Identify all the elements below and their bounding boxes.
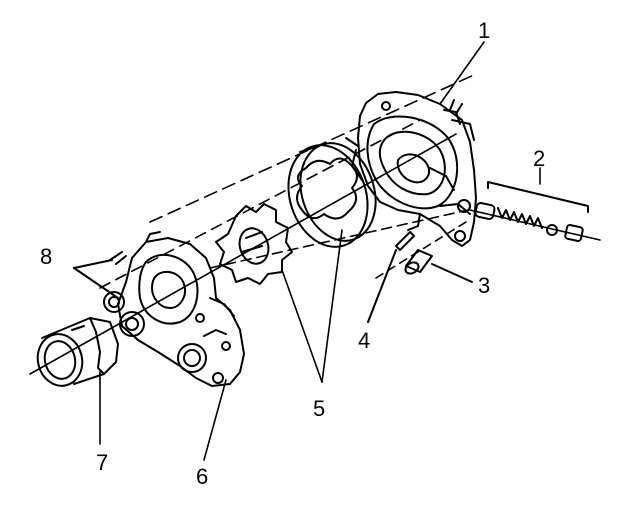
callout-4: 4 (358, 328, 371, 353)
front-seal (36, 317, 119, 387)
inner-rotor (215, 203, 293, 285)
valve-plug (404, 249, 473, 283)
pump-cover (117, 231, 245, 387)
leader-lines (99, 41, 541, 461)
valve-pin (367, 231, 415, 323)
callout-5: 5 (313, 396, 326, 421)
callout-7: 7 (96, 450, 109, 475)
callout-8: 8 (40, 244, 53, 269)
seal-and-screws (73, 251, 127, 313)
outer-rotor (287, 137, 377, 248)
callout-2: 2 (533, 146, 546, 171)
relief-valve-assembly (474, 181, 589, 242)
callout-6: 6 (196, 464, 209, 489)
callout-3: 3 (478, 273, 491, 298)
callout-1: 1 (478, 18, 491, 43)
